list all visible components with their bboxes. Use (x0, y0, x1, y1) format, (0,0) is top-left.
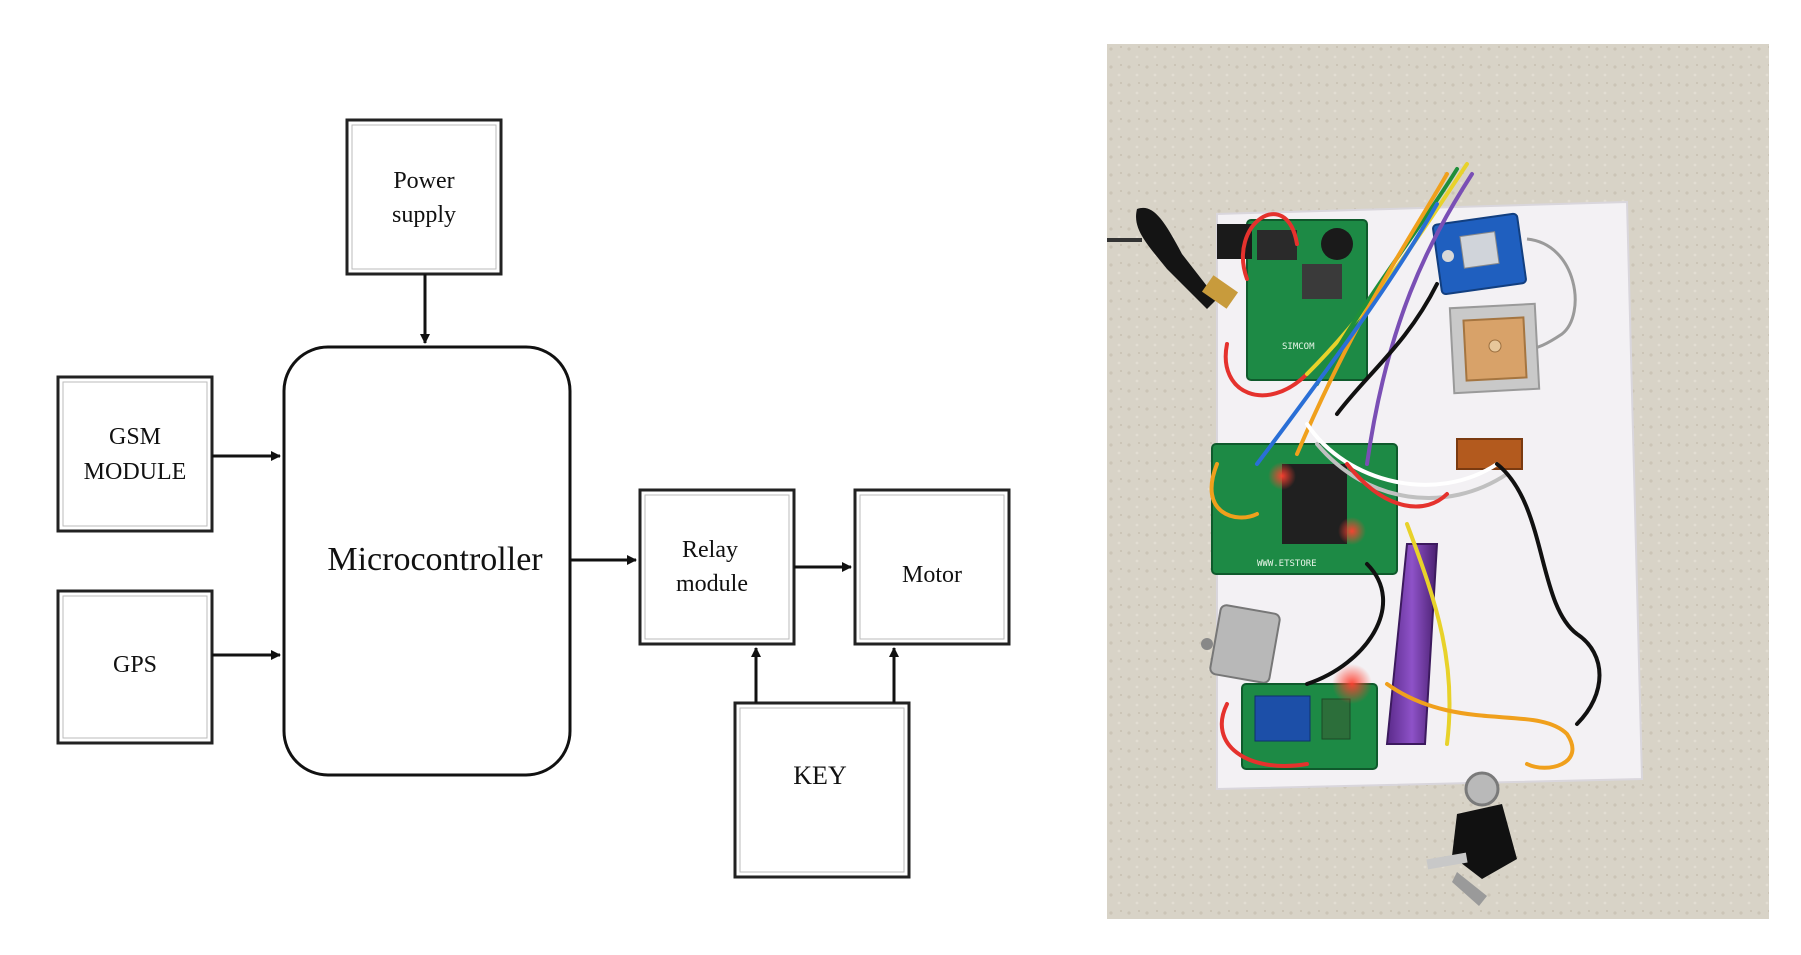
controller-board-text: WWW.ETSTORE (1257, 559, 1317, 569)
gps-module (1432, 212, 1577, 351)
power-supply-label-line2: supply (392, 202, 456, 228)
hardware-photo: SIMCOM WWW.ETSTORE (1107, 44, 1769, 919)
antenna-icon (1107, 207, 1239, 309)
header-board (1456, 438, 1523, 470)
power-supply-label-line1: Power (393, 168, 454, 194)
relay-board (1241, 664, 1378, 770)
gsm-label-line2: MODULE (84, 459, 187, 485)
motor-label: Motor (902, 562, 962, 588)
gsm-module-block: GSM MODULE (56, 375, 214, 533)
motor-icon (1201, 604, 1281, 684)
relay-label-line1: Relay (682, 537, 738, 563)
gps-block: GPS (56, 589, 214, 745)
block-diagram: Power supply GSM MODULE GPS Microcontrol… (56, 118, 1011, 879)
gsm-label-line1: GSM (109, 424, 161, 450)
microcontroller-label: Microcontroller (327, 541, 543, 578)
motor-block: Motor (853, 488, 1011, 646)
relay-module-block: Relay module (638, 488, 796, 646)
gsm-board-text: SIMCOM (1282, 342, 1315, 352)
power-supply-block: Power supply (345, 118, 503, 276)
key-block: KEY (733, 701, 911, 879)
gps-label: GPS (113, 652, 157, 678)
key-label: KEY (793, 761, 847, 790)
controller-board: WWW.ETSTORE (1211, 443, 1398, 575)
relay-label-line2: module (676, 571, 748, 597)
key-switch-icon (1426, 771, 1517, 906)
gps-antenna (1448, 302, 1541, 395)
microcontroller-block: Microcontroller (282, 345, 572, 777)
wires (1209, 162, 1602, 770)
